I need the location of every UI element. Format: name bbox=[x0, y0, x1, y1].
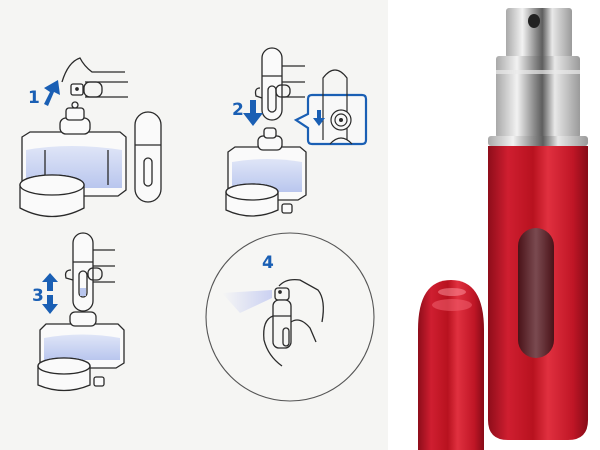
instruction-diagram bbox=[19, 47, 375, 402]
step-3-label: 3 bbox=[32, 286, 44, 306]
spray-nozzle bbox=[506, 8, 572, 58]
chrome-collar bbox=[496, 56, 580, 138]
arrow-down-icon bbox=[243, 100, 263, 126]
arrow-down-icon bbox=[313, 110, 325, 126]
step-2-label: 2 bbox=[232, 100, 244, 120]
step-3-illustration bbox=[37, 232, 125, 392]
arrow-up-icon bbox=[44, 80, 60, 106]
instruction-panel: 1 2 3 4 bbox=[0, 0, 388, 450]
arrow-up-down-icon bbox=[42, 273, 58, 314]
product-photo bbox=[388, 0, 600, 450]
red-atomizer-image bbox=[418, 8, 588, 450]
viewing-window bbox=[518, 228, 554, 358]
step-1-illustration bbox=[19, 57, 162, 218]
zoom-callout bbox=[293, 69, 368, 146]
atomizer-cap bbox=[418, 280, 484, 450]
step-1-label: 1 bbox=[28, 88, 40, 108]
step-4-label: 4 bbox=[262, 253, 274, 273]
step-2-illustration bbox=[225, 47, 307, 217]
step-4-illustration bbox=[205, 232, 375, 402]
